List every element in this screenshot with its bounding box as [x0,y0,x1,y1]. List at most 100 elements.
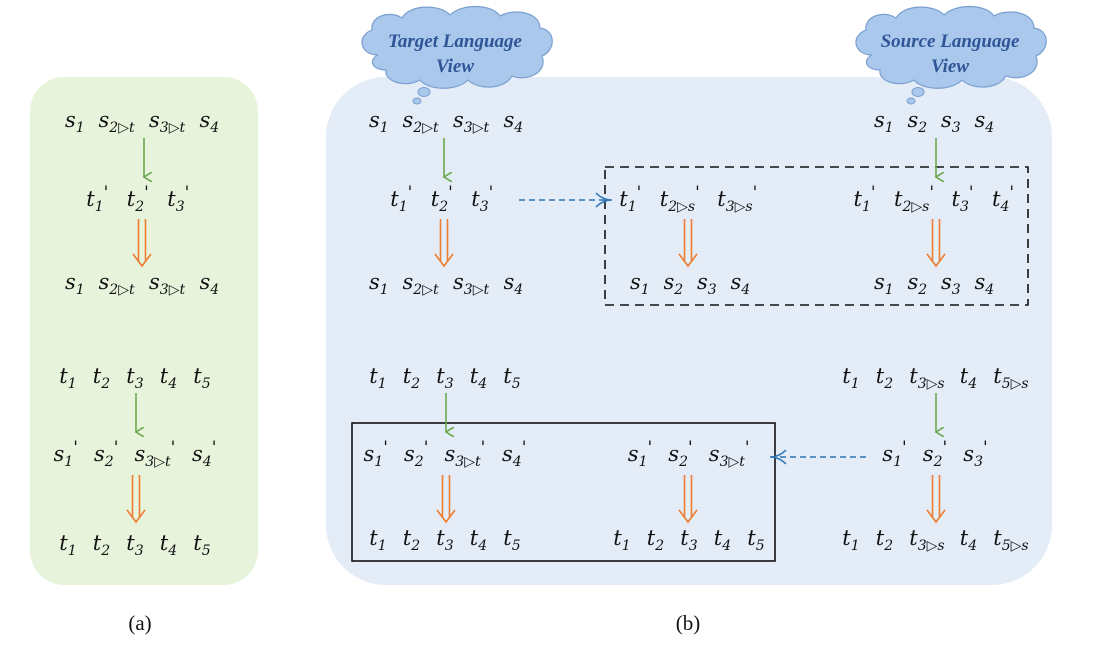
token: t4 [160,531,177,559]
token: t3' [167,183,189,215]
token: s1 [65,270,85,298]
token: s4 [504,108,524,136]
source-cloud-line1: Source Language [881,31,1020,52]
token-row: s1's2's3' [882,438,987,470]
target-cloud-line1: Target Language [388,31,522,52]
token: s2▷t [403,108,439,136]
token: s2' [94,438,118,470]
source-cloud-line2: View [931,56,969,77]
token: t3 [436,364,453,392]
caption-a: (a) [128,611,151,635]
token: t1 [613,526,630,554]
token: s1 [874,108,894,136]
token: s1' [364,438,388,470]
token: s1 [369,270,389,298]
token: s2' [404,438,428,470]
token: s3 [697,270,717,298]
token-row: t1 t2 t3▷s t4 t5▷s [842,364,1028,392]
token: s1 [65,108,85,136]
token: s1' [882,438,906,470]
token: s1' [628,438,652,470]
token: t4 [960,364,977,392]
token-row: s1 s2▷t s3▷t s4 [369,108,523,136]
token: t5▷s [993,526,1028,554]
token: t2' [431,183,453,215]
token: s3▷t' [709,438,750,470]
token: s1 [874,270,894,298]
dashed-arrow-source-to-target [769,449,866,465]
source-view-cloud: Source Language View [855,5,1047,105]
token: s4 [200,108,220,136]
token: s1 [369,108,389,136]
token: t1' [86,183,108,215]
token: s4' [192,438,216,470]
token: t2 [876,364,893,392]
token: t1' [619,183,641,215]
orange-double-arrows [126,219,946,524]
token: s4 [731,270,751,298]
token: s1' [54,438,78,470]
token: t1 [59,364,76,392]
target-view-cloud: Target Language View [361,5,553,105]
token: s3 [941,270,961,298]
token: s4 [504,270,524,298]
token-row: t1' t2' t3' [86,183,189,215]
token: t3 [436,526,453,554]
token: t2 [403,364,420,392]
token: s2▷t [99,108,135,136]
token: t3▷s' [717,183,757,215]
token: t5 [193,531,210,559]
token: t2▷s' [894,183,934,215]
token: s2▷t [403,270,439,298]
token: t1 [842,526,859,554]
token: t3' [471,183,493,215]
token-row: s1' s2' s3▷t' s4' [54,438,217,470]
token: t4 [470,526,487,554]
token: t2 [93,364,110,392]
token: t5 [503,526,520,554]
token-row: t1't2't3' [390,183,493,215]
token: s3' [963,438,987,470]
green-arrows [136,138,936,432]
token-row: t1't2▷s't3't4' [854,183,1015,215]
token: t2' [127,183,149,215]
token: t3' [952,183,974,215]
token: t4' [992,183,1014,215]
token: s3▷t' [135,438,176,470]
token: s3▷t [453,108,489,136]
target-cloud-line2: View [436,56,474,77]
token: s2▷t [99,270,135,298]
token: s4 [200,270,220,298]
token: t3▷s [909,526,944,554]
token: t1 [842,364,859,392]
token: t5▷s [993,364,1028,392]
token: t4 [470,364,487,392]
token: s4 [975,270,995,298]
token: t2 [876,526,893,554]
token: t4 [714,526,731,554]
token: t5 [193,364,210,392]
token: s2 [908,270,928,298]
token: s4 [975,108,995,136]
panel-b-background [326,77,1052,585]
token-row: s1's2's3▷t' [628,438,750,470]
solid-comparison-box [351,422,776,562]
token: s3▷t [149,270,185,298]
token: t1 [369,364,386,392]
token: t3 [680,526,697,554]
caption-b: (b) [676,611,701,635]
token-rows: s1 s2▷t s3▷t s4 t1' t2' t3' s1 s2▷t s3▷t s4 t1 t2 t3 t… [54,108,1029,559]
token: t1 [59,531,76,559]
token: t2 [93,531,110,559]
dashed-arrow-target-to-source [519,192,613,208]
token: t3▷s [909,364,944,392]
